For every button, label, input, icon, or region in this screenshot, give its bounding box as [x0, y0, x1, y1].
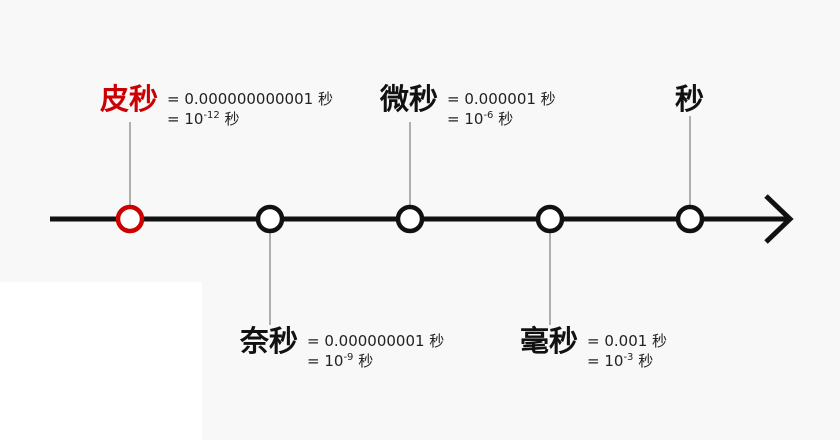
power-millisecond: = 10-3 秒: [587, 352, 654, 370]
label-second: 秒: [675, 82, 705, 116]
label-microsecond: 微秒: [380, 82, 439, 116]
label-nanosecond: 奈秒: [240, 324, 299, 358]
value-picosecond: = 0.000000000001 秒: [167, 90, 333, 108]
node-millisecond: [535, 204, 565, 234]
power-picosecond: = 10-12 秒: [167, 110, 240, 128]
power-nanosecond: = 10-9 秒: [307, 352, 374, 370]
node-nanosecond: [255, 204, 285, 234]
value-millisecond: = 0.001 秒: [587, 332, 668, 350]
node-microsecond: [395, 204, 425, 234]
value-microsecond: = 0.000001 秒: [447, 90, 556, 108]
value-nanosecond: = 0.000000001 秒: [307, 332, 445, 350]
label-picosecond: 皮秒: [100, 82, 159, 116]
node-second: [675, 204, 705, 234]
node-picosecond: [115, 204, 145, 234]
timeline-arrow-icon: [764, 194, 794, 244]
label-millisecond: 毫秒: [520, 324, 579, 358]
power-microsecond: = 10-6 秒: [447, 110, 514, 128]
background-corner: [0, 282, 202, 440]
